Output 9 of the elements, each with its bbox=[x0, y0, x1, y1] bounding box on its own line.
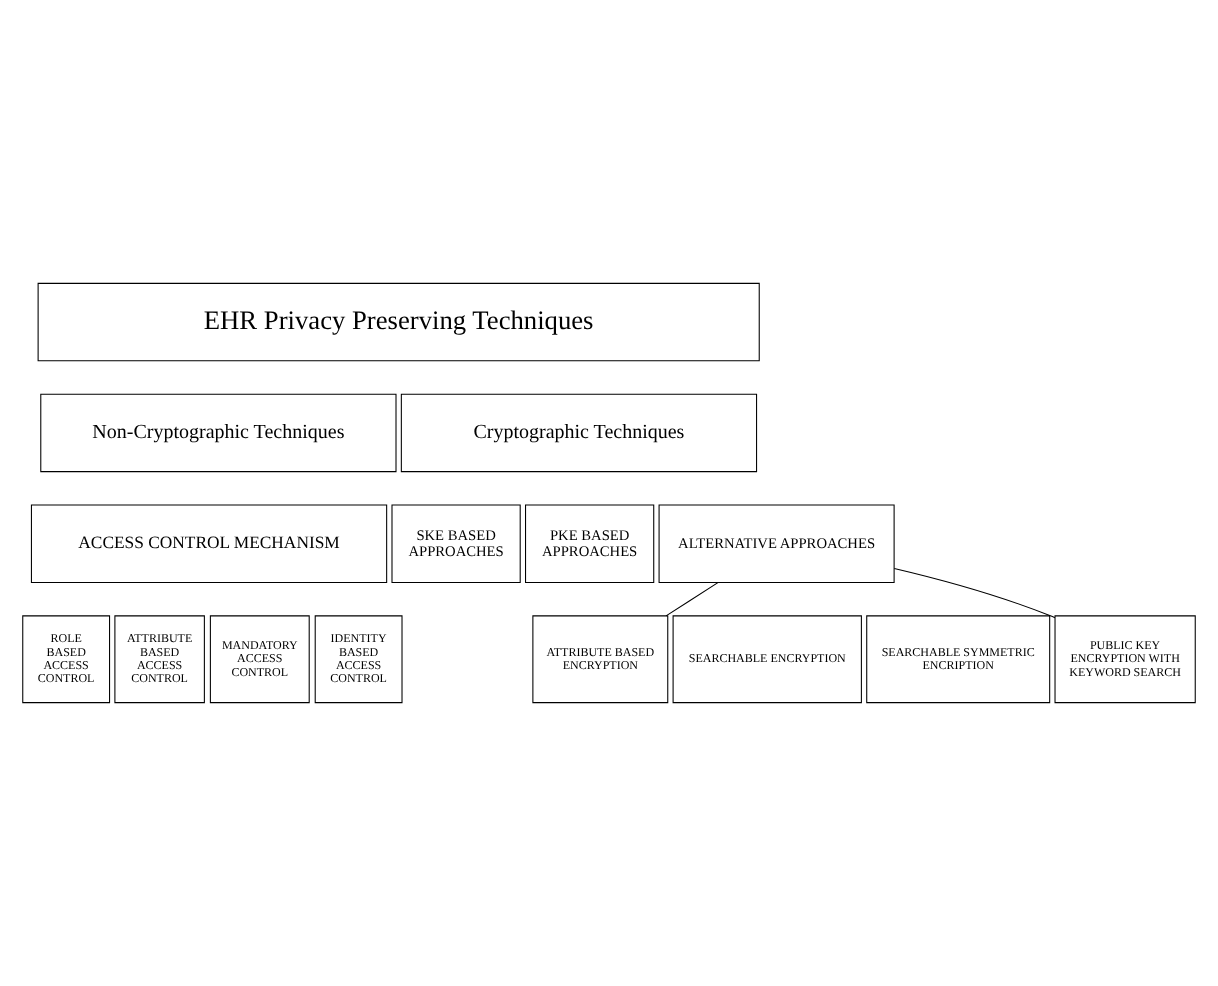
node-box: EHR Privacy Preserving Techniques bbox=[37, 282, 760, 362]
node-box: SKE BASED APPROACHES bbox=[391, 504, 521, 583]
node-box: PKE BASED APPROACHES bbox=[525, 504, 655, 583]
connector bbox=[665, 582, 719, 617]
node-box: ACCESS CONTROL MECHANISM bbox=[30, 504, 388, 583]
node-box: Cryptographic Techniques bbox=[400, 393, 758, 473]
node-box: ALTERNATIVE APPROACHES bbox=[658, 504, 895, 583]
node-box: Non-Cryptographic Techniques bbox=[40, 393, 397, 473]
connector bbox=[893, 567, 1056, 619]
